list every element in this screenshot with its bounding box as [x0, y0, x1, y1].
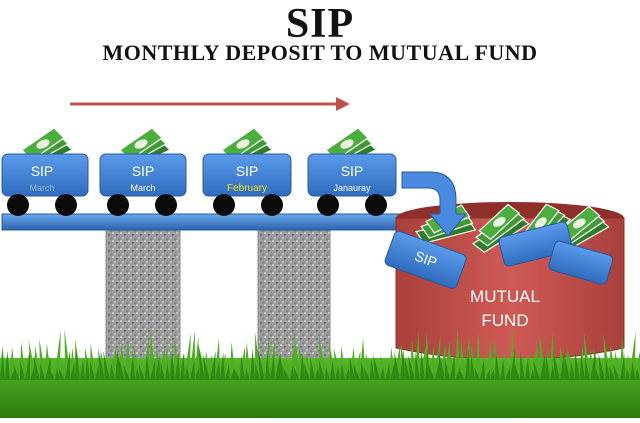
sip-cart-3: SIP February [202, 127, 292, 216]
page-title: SIP [285, 1, 355, 47]
cart-label: SIP [236, 163, 259, 179]
curved-arrow-icon [401, 171, 468, 237]
fund-label-line2: FUND [481, 311, 528, 330]
cart-label: SIP [341, 163, 364, 179]
sip-cart-1: SIP March [1, 127, 89, 216]
cart-month: March [130, 183, 155, 193]
wheel [261, 194, 283, 216]
wheel [155, 194, 177, 216]
wheel [365, 194, 387, 216]
cart-label: SIP [132, 163, 155, 179]
fund-tilted-cart: SIP [384, 230, 467, 289]
sip-cart-4: SIP Janauray [307, 127, 397, 216]
fund-cart-label: SIP [413, 248, 440, 271]
cart-label: SIP [31, 163, 54, 179]
cart-month: February [227, 183, 267, 194]
fund-label-line1: MUTUAL [470, 287, 540, 306]
conveyor-track [1, 213, 401, 231]
sip-cart-2: SIP March [99, 127, 187, 216]
cart-month: March [29, 183, 54, 193]
support-pillar-right [257, 229, 331, 361]
wheel [213, 194, 235, 216]
right-arrow-icon [70, 97, 350, 111]
wheel [55, 194, 77, 216]
page-subtitle: MONTHLY DEPOSIT TO MUTUAL FUND [102, 40, 538, 65]
support-pillar-left [105, 229, 181, 361]
wheel [107, 194, 129, 216]
cart-month: Janauray [333, 183, 371, 193]
grass-ground [0, 328, 640, 418]
wheel [7, 194, 29, 216]
wheel [317, 194, 339, 216]
fund-tilted-cart-3 [548, 240, 613, 285]
fund-tilted-cart-2 [498, 221, 573, 267]
